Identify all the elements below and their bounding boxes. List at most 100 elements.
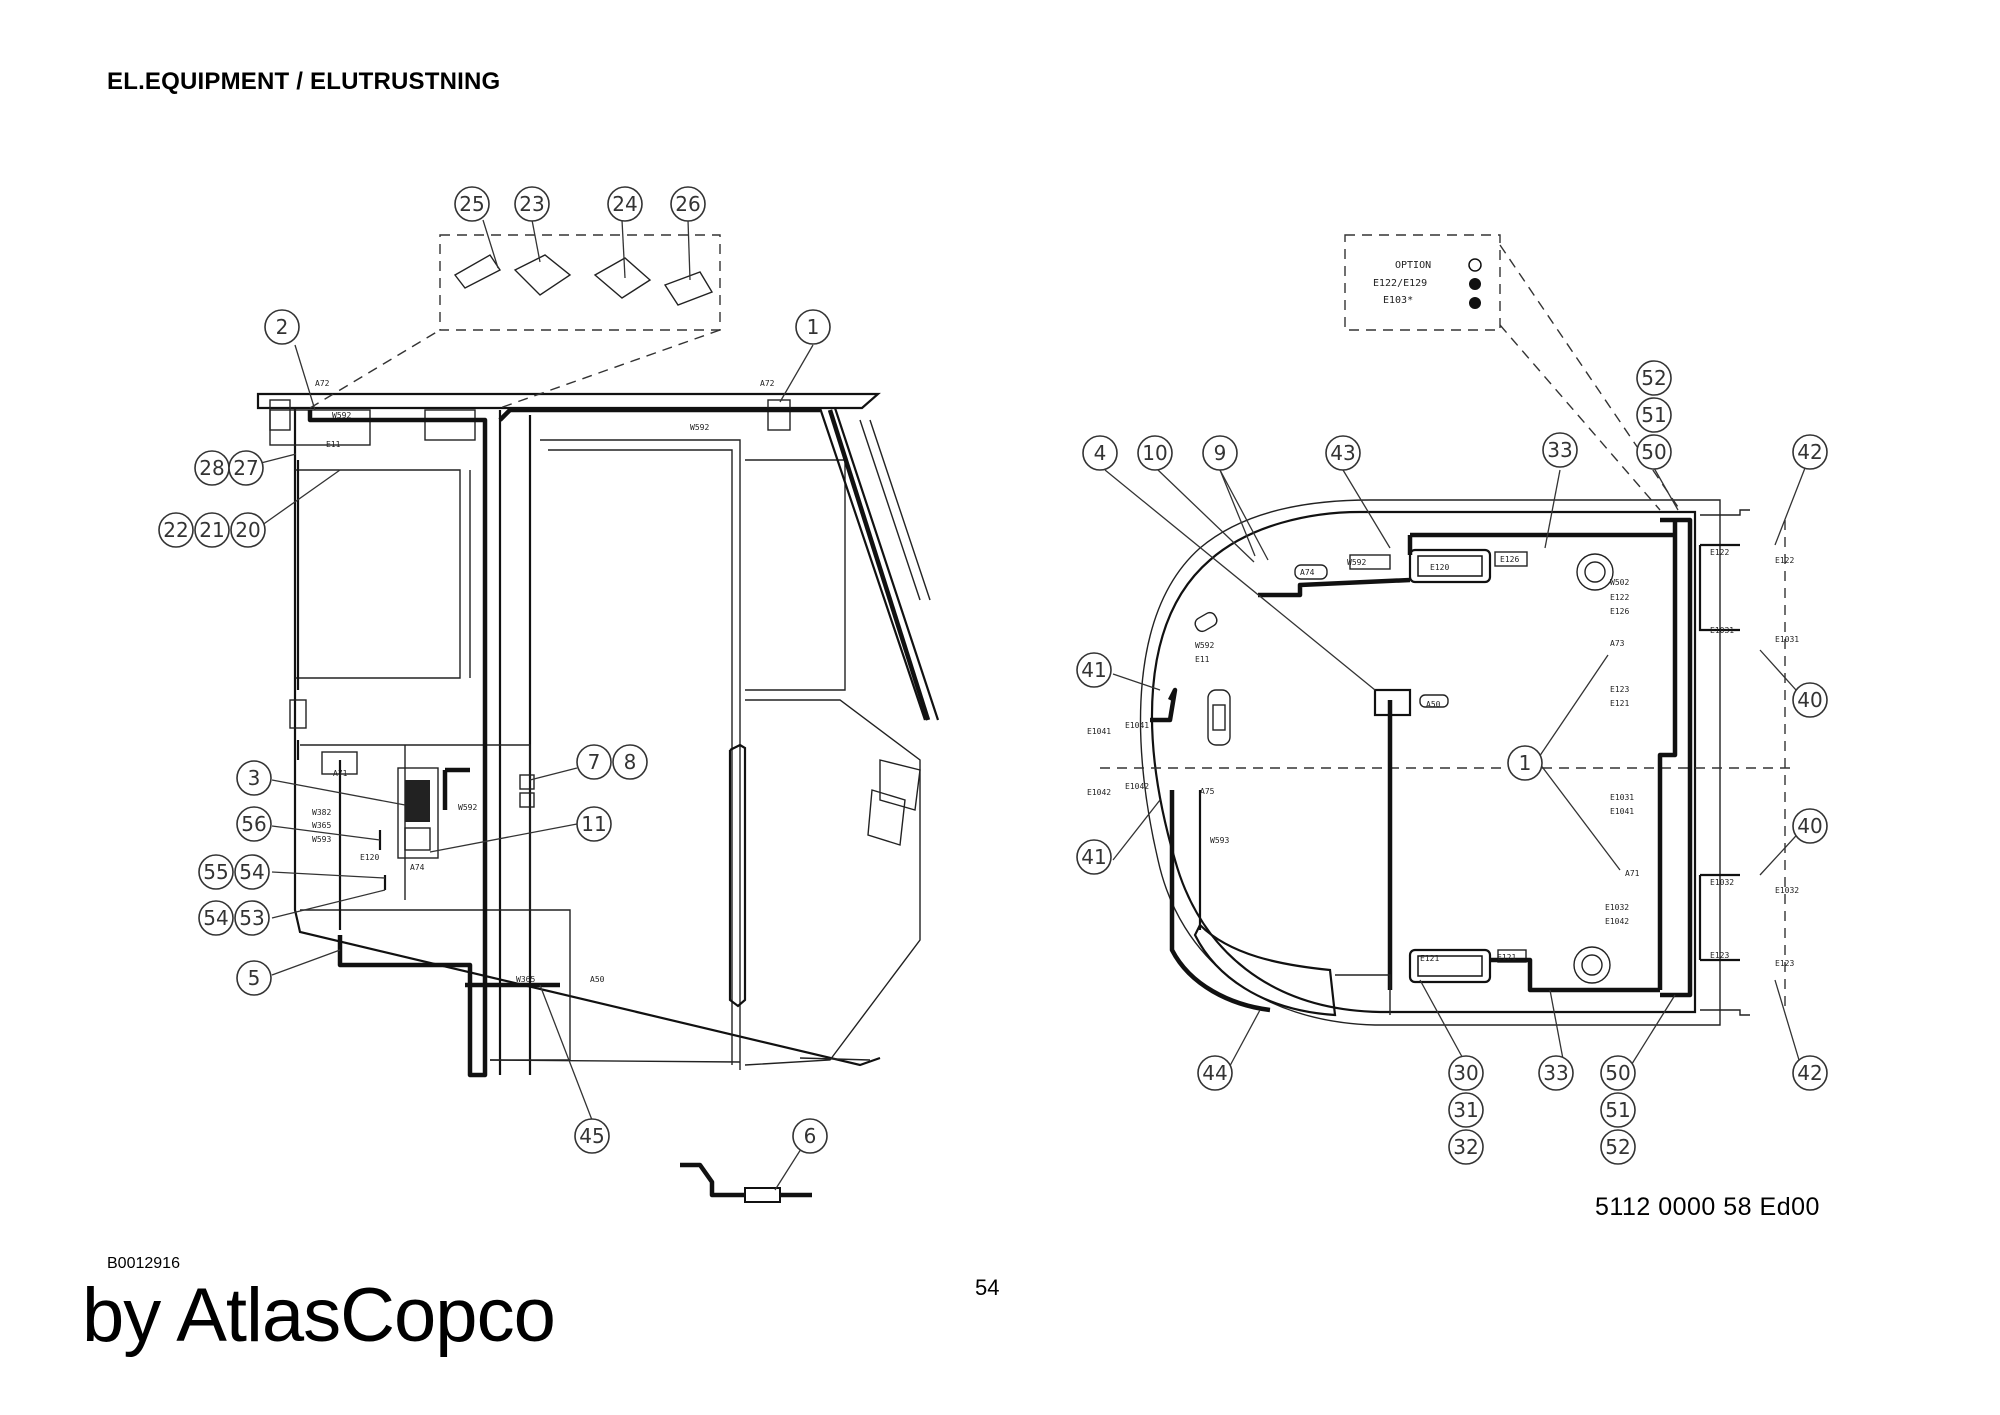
option-legend-option: OPTION [1395,260,1431,271]
svg-text:A50: A50 [590,975,605,984]
svg-text:3: 3 [248,766,261,790]
callout-r-9: 9 [1202,435,1238,471]
svg-text:E123: E123 [1710,951,1729,960]
callouts-right: 4 10 9 43 33 52 51 50 42 41 41 40 40 1 4… [1076,360,1828,1165]
svg-text:41: 41 [1081,845,1106,869]
svg-text:A74: A74 [1300,568,1315,577]
svg-text:52: 52 [1641,366,1666,390]
svg-text:30: 30 [1453,1061,1478,1085]
callouts-left: 25 23 24 26 2 1 28 27 22 21 20 3 56 55 5… [158,186,831,1154]
svg-text:52: 52 [1605,1135,1630,1159]
svg-text:44: 44 [1202,1061,1227,1085]
svg-text:E121: E121 [1497,953,1516,962]
svg-text:10: 10 [1142,441,1167,465]
svg-text:53: 53 [239,906,264,930]
callout-45: 45 [574,1118,610,1154]
right-cab-drawing: A74 W592 E11 W592 E120 E126 W502 E122 E1… [1087,499,1799,1026]
callout-56: 56 [236,806,272,842]
svg-text:4: 4 [1094,441,1107,465]
callout-r-51a: 51 [1636,397,1672,433]
svg-text:55: 55 [203,860,228,884]
svg-text:E1032: E1032 [1710,878,1734,887]
svg-text:21: 21 [199,518,224,542]
callout-26: 26 [670,186,706,222]
svg-text:E1042: E1042 [1125,782,1149,791]
svg-text:W592: W592 [458,803,477,812]
svg-text:W382: W382 [312,808,331,817]
svg-text:45: 45 [579,1124,604,1148]
callout-r-52a: 52 [1636,360,1672,396]
svg-text:54: 54 [203,906,228,930]
callout-3: 3 [236,760,272,796]
callout-r-40a: 40 [1792,682,1828,718]
callout-28: 28 [194,450,230,486]
callout-r-50a: 50 [1636,434,1672,470]
callout-r-43: 43 [1325,435,1361,471]
svg-text:E120: E120 [1430,563,1449,572]
svg-text:56: 56 [241,812,266,836]
svg-text:1: 1 [1519,751,1532,775]
callout-24: 24 [607,186,643,222]
callout-r-33b: 33 [1538,1055,1574,1091]
svg-text:25: 25 [459,192,484,216]
callout-r-33a: 33 [1542,432,1578,468]
svg-text:W365: W365 [312,821,331,830]
callout-23: 23 [514,186,550,222]
page-number: 54 [975,1275,1000,1300]
callout-7: 7 [576,744,612,780]
callout-r-32: 32 [1448,1129,1484,1165]
svg-text:E1032: E1032 [1775,886,1799,895]
svg-text:22: 22 [163,518,188,542]
svg-text:E1041: E1041 [1125,721,1149,730]
svg-text:A50: A50 [1426,700,1441,709]
callout-54b: 54 [198,900,234,936]
svg-text:2: 2 [276,315,289,339]
callout-11: 11 [576,806,612,842]
callout-6: 6 [792,1118,828,1154]
option-legend-e103: E103* [1383,295,1413,306]
svg-text:E1042: E1042 [1087,788,1111,797]
svg-text:41: 41 [1081,658,1106,682]
callout-22: 22 [158,512,194,548]
svg-text:54: 54 [239,860,264,884]
svg-text:W592: W592 [1195,641,1214,650]
callout-5: 5 [236,960,272,996]
option-legend-e122: E122/E129 [1373,278,1427,289]
svg-text:23: 23 [519,192,544,216]
option-legend: OPTION E122/E129 E103* [1344,234,1681,511]
svg-text:32: 32 [1453,1135,1478,1159]
svg-text:W592: W592 [1347,558,1366,567]
svg-text:26: 26 [675,192,700,216]
callout-21: 21 [194,512,230,548]
callout-r-40b: 40 [1792,808,1828,844]
svg-text:51: 51 [1605,1098,1630,1122]
callout-r-10: 10 [1137,435,1173,471]
callout-54a: 54 [234,854,270,890]
callout-r-1: 1 [1507,745,1543,781]
svg-text:33: 33 [1543,1061,1568,1085]
callout-55: 55 [198,854,234,890]
svg-text:9: 9 [1214,441,1227,465]
svg-text:A74: A74 [410,863,425,872]
svg-text:11: 11 [581,812,606,836]
page-title: EL.EQUIPMENT / ELUTRUSTNING [107,68,501,95]
left-cab-drawing: A72 A72 W592 W592 E11 W382 A71 W365 W593… [256,379,940,1203]
svg-text:40: 40 [1797,814,1822,838]
svg-text:E1032: E1032 [1605,903,1629,912]
leader-lines [256,219,1806,1191]
document-id: B0012916 [107,1255,180,1272]
svg-text:31: 31 [1453,1098,1478,1122]
svg-text:A71: A71 [1625,869,1640,878]
svg-text:A75: A75 [1200,787,1215,796]
svg-text:A73: A73 [1610,639,1625,648]
callout-8: 8 [612,744,648,780]
svg-text:A72: A72 [315,379,330,388]
svg-text:E121: E121 [1610,699,1629,708]
callout-r-42a: 42 [1792,434,1828,470]
callout-r-30: 30 [1448,1055,1484,1091]
callout-r-42b: 42 [1792,1055,1828,1091]
callout-20: 20 [230,512,266,548]
callout-53: 53 [234,900,270,936]
svg-text:E1031: E1031 [1610,793,1634,802]
detail-box-left [309,234,721,409]
